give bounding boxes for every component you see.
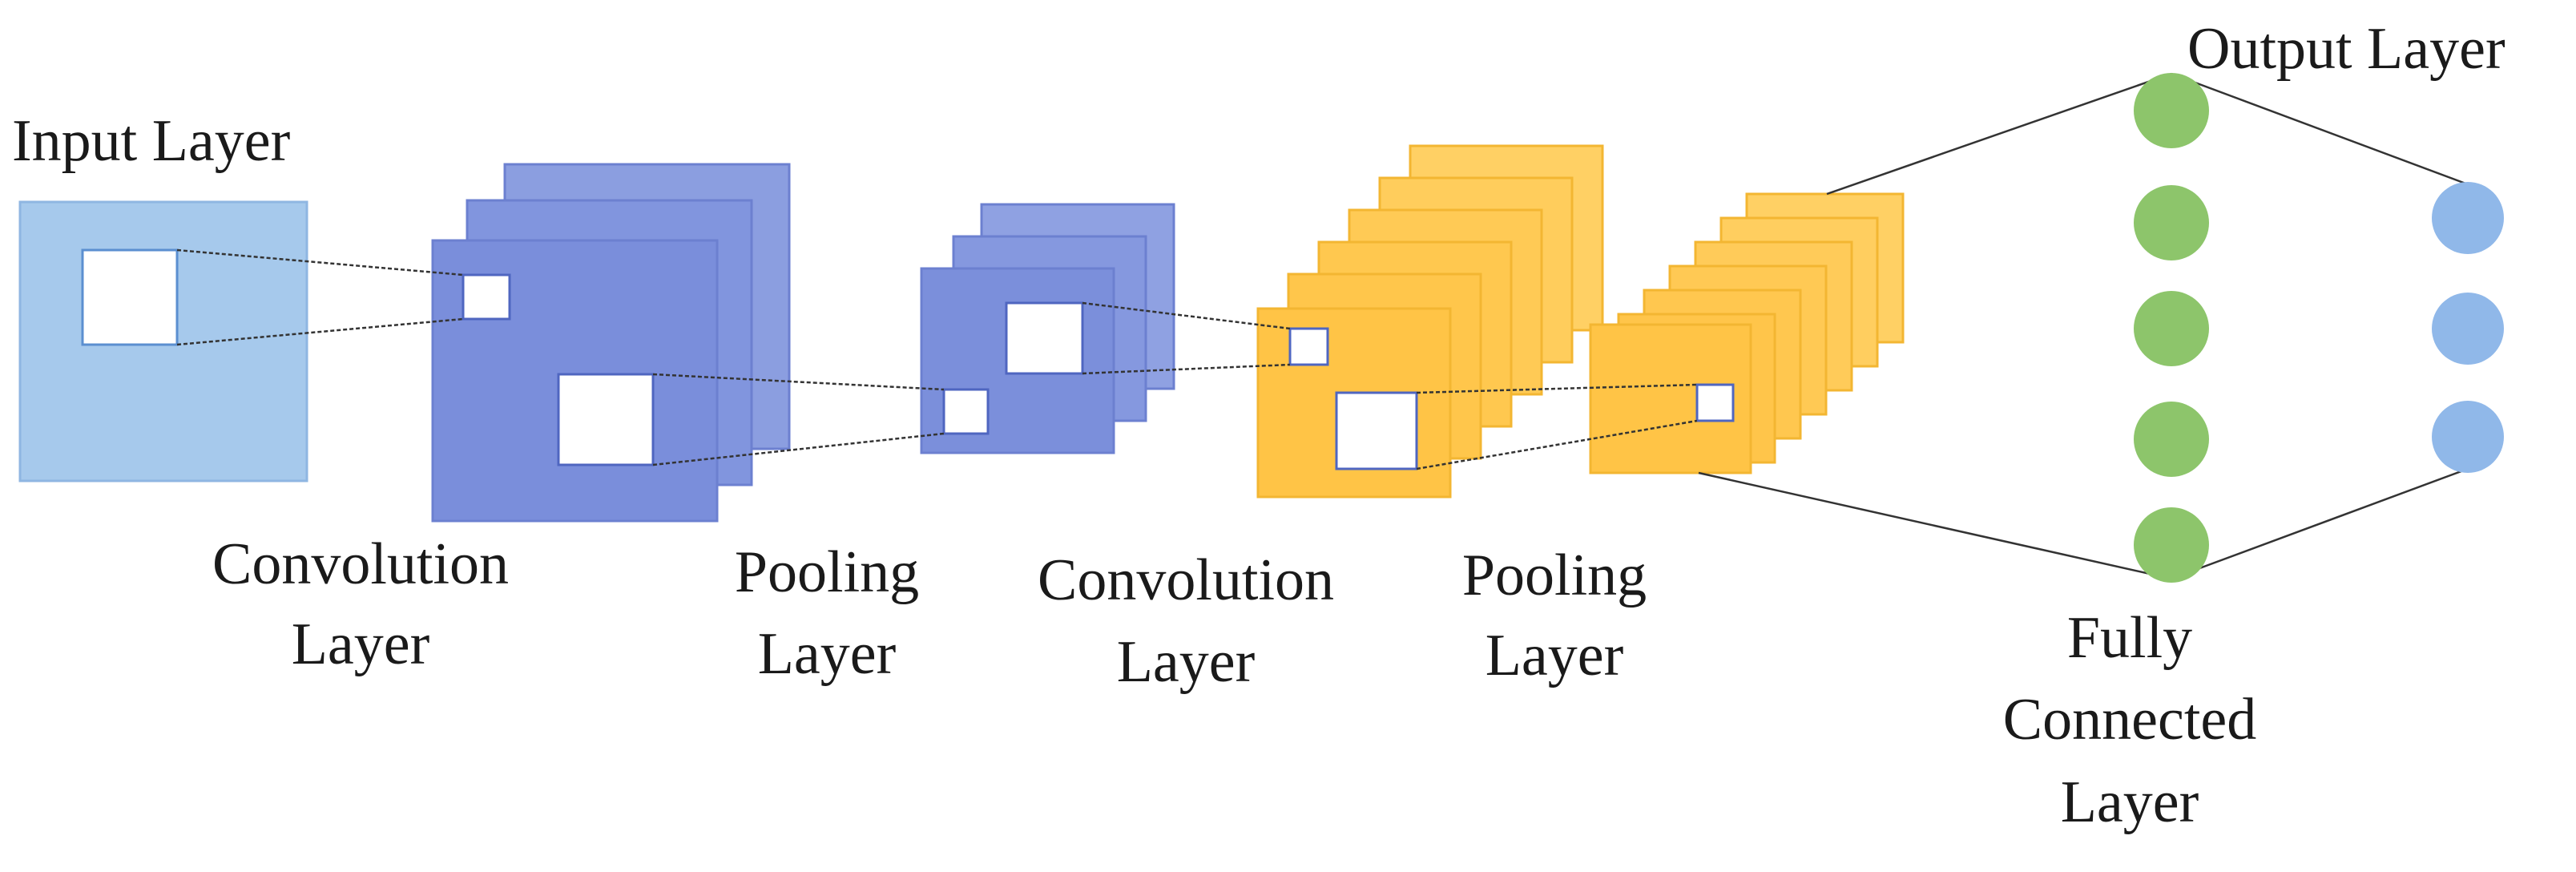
label-pool2-line1: Pooling (1462, 543, 1647, 608)
label-conv1-line2: Layer (292, 612, 430, 677)
label-conv2-line2: Layer (1117, 629, 1256, 695)
conv1-large-window (557, 373, 655, 466)
label-conv1-line1: Convolution (212, 531, 509, 597)
connector-conv2-pool2-top (1416, 383, 1698, 394)
conv2-small-window (1288, 327, 1329, 366)
input-receptive-field (81, 248, 179, 346)
pooling-layer-1 (920, 203, 1175, 454)
output-node-3 (2432, 401, 2504, 473)
label-fc-line1: Fully (2067, 605, 2192, 671)
conv1-small-window (462, 273, 511, 321)
fc-node-2 (2134, 185, 2209, 260)
label-pool1-line2: Layer (758, 621, 897, 687)
connector-input-conv1-bottom (176, 317, 464, 346)
input-layer (18, 200, 308, 482)
pool2-window (1695, 383, 1735, 422)
pooling-layer-2 (1589, 192, 1905, 474)
label-fc-line2: Connected (2003, 687, 2256, 753)
fc-node-5 (2134, 507, 2209, 583)
connector-pool1-conv2-bottom (1082, 363, 1291, 375)
connector-pool2-fc-bottom (1698, 471, 2172, 580)
connector-pool1-conv2-top (1082, 301, 1291, 330)
output-layer (2432, 182, 2504, 473)
connection-lines (176, 248, 1698, 470)
labels: Input Layer Convolution Layer Pooling La… (12, 16, 2505, 835)
fully-connected-layer (2134, 73, 2209, 583)
label-input-layer: Input Layer (12, 108, 290, 174)
connector-conv1-pool1-top (652, 373, 945, 391)
label-conv2-line1: Convolution (1038, 547, 1334, 613)
label-output-layer: Output Layer (2187, 16, 2505, 82)
connector-conv2-pool2-bottom (1416, 419, 1698, 470)
fc-node-3 (2134, 291, 2209, 366)
convolution-layer-2 (1256, 144, 1604, 499)
connector-fc-output-top (2171, 72, 2469, 186)
connector-conv1-pool1-bottom (652, 432, 945, 466)
convolution-layer-1 (431, 163, 791, 523)
conv2-large-window (1335, 391, 1418, 470)
fc-node-1 (2134, 73, 2209, 148)
label-pool1-line1: Pooling (735, 539, 919, 605)
fc-node-4 (2134, 402, 2209, 477)
pool1-small-window (942, 388, 990, 435)
output-node-1 (2432, 182, 2504, 254)
connector-fc-output-bottom (2171, 467, 2469, 580)
label-pool2-line2: Layer (1486, 623, 1624, 688)
dense-connection-lines (1698, 72, 2469, 580)
connector-pool2-fc-top (1826, 72, 2172, 196)
output-node-2 (2432, 293, 2504, 365)
pool1-large-window (1005, 301, 1084, 375)
connector-input-conv1-top (176, 248, 464, 277)
label-fc-line3: Layer (2061, 769, 2199, 835)
